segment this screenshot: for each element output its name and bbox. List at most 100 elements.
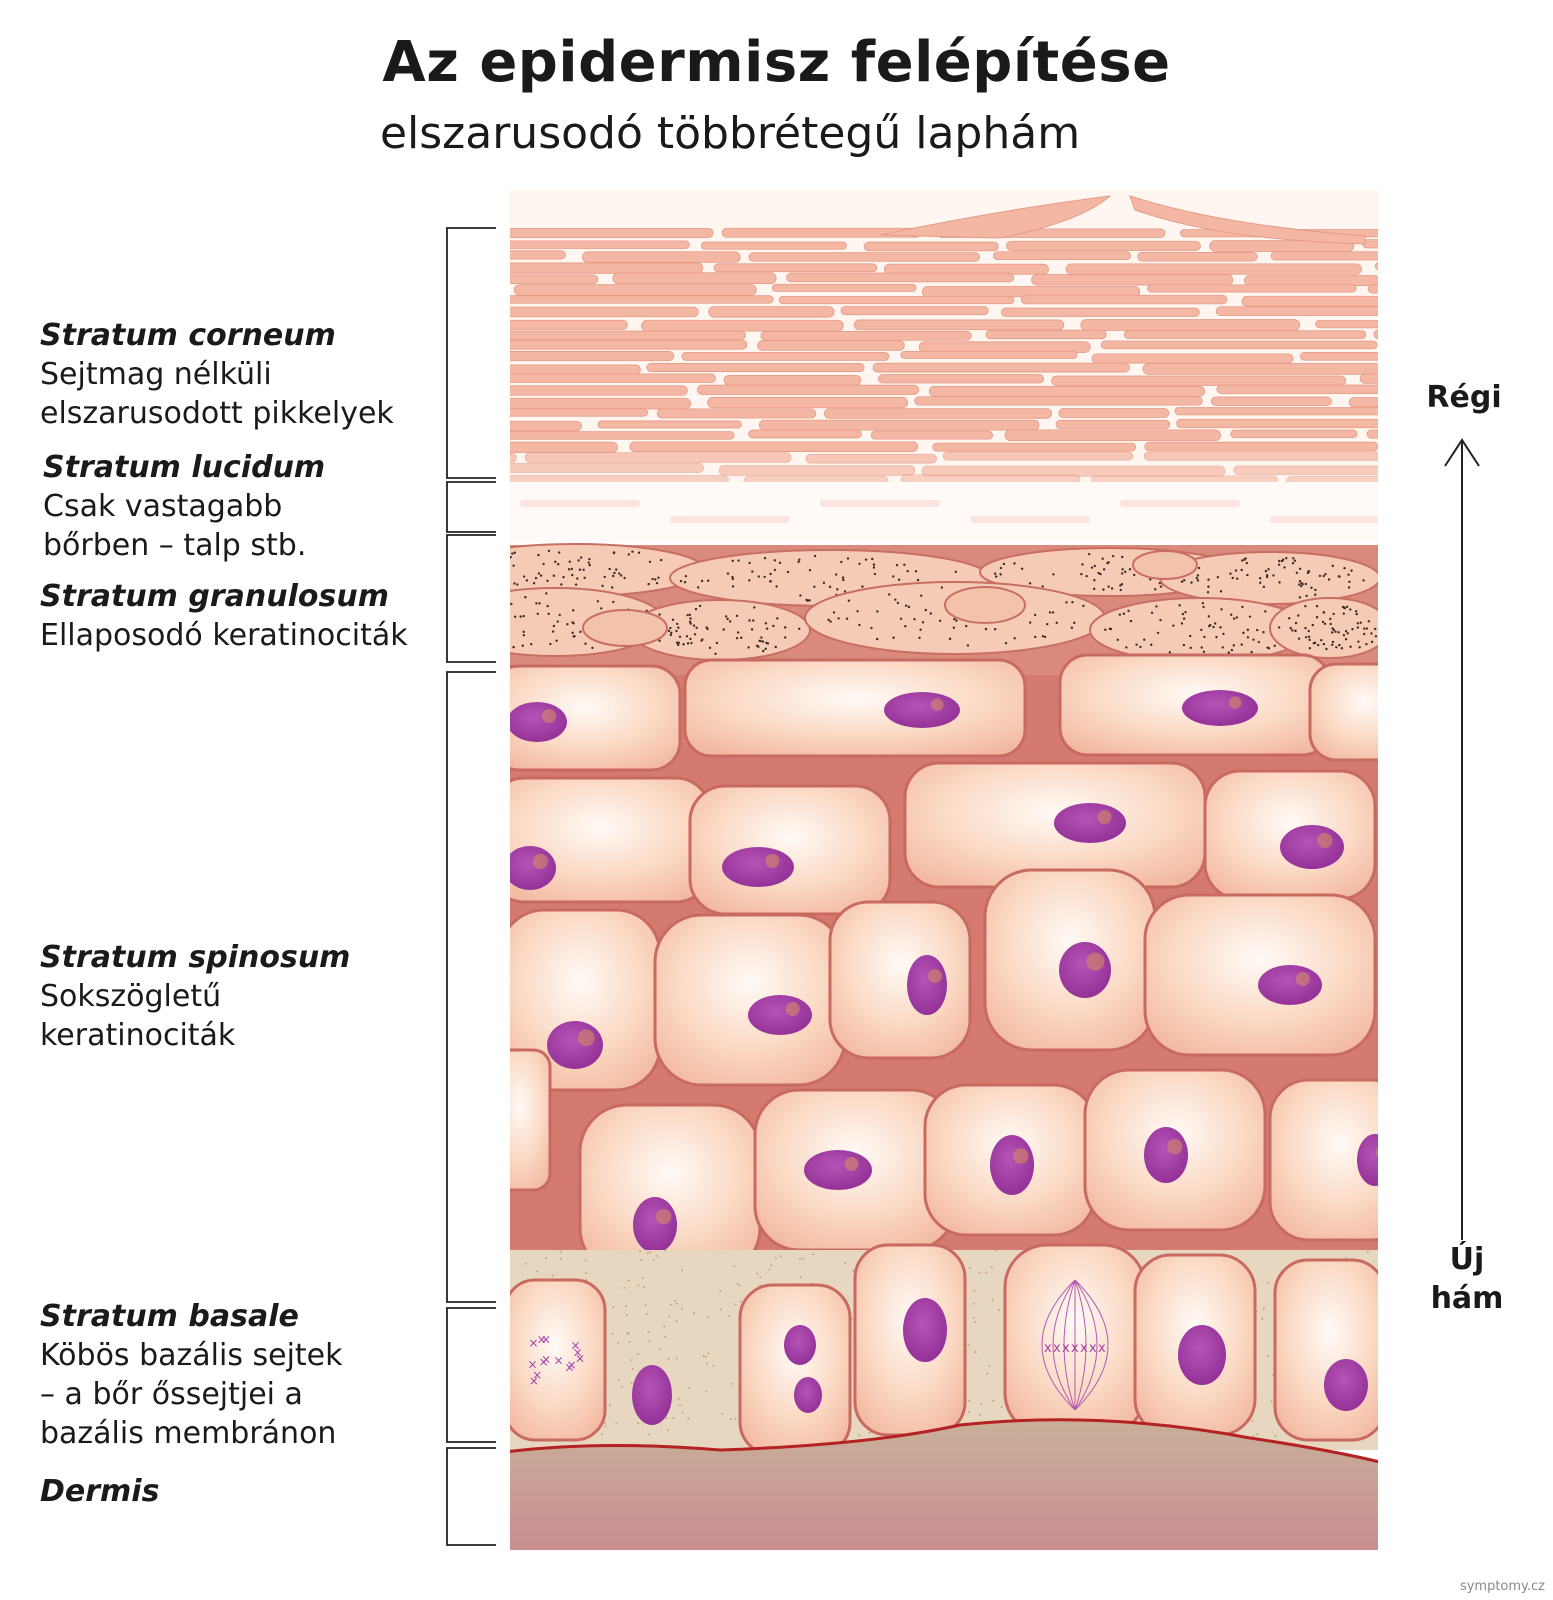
keratohyalin-granule: [837, 617, 840, 620]
matrix-speckle: [603, 1421, 606, 1424]
keratohyalin-granule: [1128, 568, 1132, 571]
keratin-scale: [510, 431, 735, 440]
keratohyalin-granule: [545, 592, 548, 595]
keratohyalin-granule: [764, 622, 768, 625]
keratin-scale: [1379, 487, 1534, 496]
keratohyalin-granule: [1189, 634, 1192, 638]
chromosome: x: [1089, 1341, 1097, 1356]
keratohyalin-granule: [1189, 646, 1192, 650]
cell-nucleus: [510, 702, 567, 742]
keratohyalin-granule: [513, 582, 516, 585]
chromosome: ×: [564, 1361, 574, 1375]
keratohyalin-granule: [1325, 647, 1328, 651]
keratin-scale: [1080, 319, 1301, 331]
keratohyalin-granule: [924, 608, 927, 612]
keratohyalin-granule: [1365, 642, 1368, 646]
keratohyalin-granule: [684, 574, 688, 578]
keratin-scale: [708, 306, 835, 318]
mitotic-spindle: [1052, 1279, 1076, 1411]
keratohyalin-granule: [547, 549, 551, 553]
keratohyalin-granule: [1370, 640, 1374, 644]
keratohyalin-granule: [1250, 650, 1253, 654]
keratohyalin-granule: [670, 631, 673, 634]
keratohyalin-granule: [1359, 621, 1362, 624]
chromosome: ×: [541, 1352, 551, 1366]
matrix-speckle: [719, 1308, 722, 1311]
keratohyalin-granule: [522, 614, 525, 618]
label-stratum-basale: Stratum basale Köbös bazális sejtek – a …: [40, 1297, 343, 1453]
keratohyalin-granule: [570, 567, 574, 571]
keratohyalin-granule: [658, 639, 661, 642]
keratohyalin-granule: [1293, 559, 1297, 562]
keratohyalin-granule: [1121, 555, 1124, 559]
keratohyalin-granule: [845, 617, 849, 620]
keratin-scale: [700, 241, 847, 250]
keratohyalin-granule: [654, 578, 657, 581]
keratohyalin-granule: [1101, 557, 1104, 560]
keratohyalin-granule: [697, 586, 700, 589]
keratohyalin-granule: [735, 614, 739, 618]
keratohyalin-granule: [1080, 572, 1083, 576]
keratin-scale: [1142, 363, 1378, 375]
basal-cell: [738, 1283, 852, 1457]
keratin-scale: [748, 252, 981, 262]
keratohyalin-granule: [1357, 640, 1360, 643]
keratohyalin-granule: [731, 577, 735, 581]
keratohyalin-granule: [953, 618, 956, 621]
page-title: Az epidermisz felépítése: [382, 30, 1171, 95]
keratohyalin-granule: [1097, 571, 1100, 575]
keratohyalin-granule: [1304, 582, 1308, 586]
matrix-speckle: [707, 1316, 710, 1319]
lifted-scale: [879, 195, 1112, 239]
nucleolus-spot: [656, 1208, 672, 1225]
keratohyalin-granule: [512, 564, 515, 567]
keratohyalin-granule: [1313, 641, 1317, 645]
keratin-scale: [1216, 384, 1378, 394]
keratohyalin-granule: [677, 626, 680, 629]
translucent-scale: [670, 516, 790, 523]
matrix-speckle: [655, 1254, 658, 1257]
keratin-scale: [510, 330, 746, 341]
matrix-speckle: [678, 1404, 681, 1407]
arrow-label-new: Új hám: [1430, 1242, 1504, 1316]
keratohyalin-granule: [1118, 613, 1122, 616]
keratohyalin-granule: [1093, 587, 1096, 591]
keratin-scale: [718, 465, 916, 476]
keratohyalin-granule: [1168, 651, 1172, 654]
matrix-speckle: [680, 1307, 683, 1310]
label-stratum-lucidum: Stratum lucidum Csak vastagabb bőrben – …: [43, 448, 325, 565]
keratin-scale: [510, 441, 618, 453]
keratohyalin-granule: [496, 628, 498, 630]
keratohyalin-granule: [683, 581, 687, 584]
keratohyalin-granule: [778, 561, 782, 565]
matrix-speckle: [611, 1333, 614, 1336]
keratohyalin-granule: [1273, 644, 1276, 648]
keratohyalin-granule: [1248, 615, 1252, 618]
keratohyalin-granule: [583, 576, 586, 580]
keratohyalin-granule: [1082, 604, 1085, 608]
keratohyalin-granule: [1256, 628, 1259, 632]
keratohyalin-granule: [1230, 613, 1233, 616]
keratohyalin-granule: [1252, 638, 1255, 641]
keratohyalin-granule: [759, 639, 762, 643]
matrix-speckle: [730, 1382, 733, 1385]
keratin-scale: [823, 408, 1053, 419]
keratin-scale: [805, 453, 937, 464]
keratohyalin-granule: [984, 627, 988, 631]
keratohyalin-granule: [1180, 622, 1184, 625]
keratohyalin-granule: [1365, 627, 1369, 630]
matrix-speckle: [637, 1353, 640, 1356]
keratohyalin-granule: [919, 628, 922, 631]
matrix-speckle: [705, 1390, 708, 1393]
keratohyalin-granule: [1120, 583, 1124, 586]
matrix-speckle: [728, 1314, 731, 1317]
keratohyalin-granule: [1331, 643, 1334, 646]
keratohyalin-granule: [1264, 569, 1268, 573]
keratohyalin-granule: [1202, 605, 1205, 609]
watermark: symptomy.cz: [1459, 1579, 1545, 1594]
keratin-scale: [510, 250, 566, 260]
chromosome: ×: [575, 1351, 585, 1365]
keratohyalin-granule: [1002, 562, 1006, 566]
keratohyalin-granule: [1297, 614, 1300, 617]
matrix-speckle: [1270, 1400, 1273, 1403]
